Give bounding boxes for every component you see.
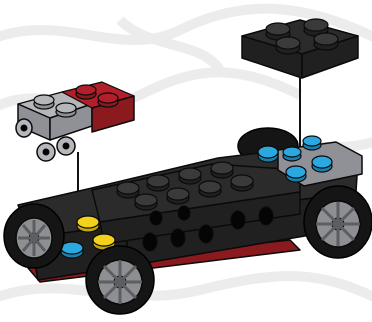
rear-wheel [304, 186, 372, 258]
front-wheel [4, 204, 64, 268]
middle-wheel [86, 246, 154, 314]
